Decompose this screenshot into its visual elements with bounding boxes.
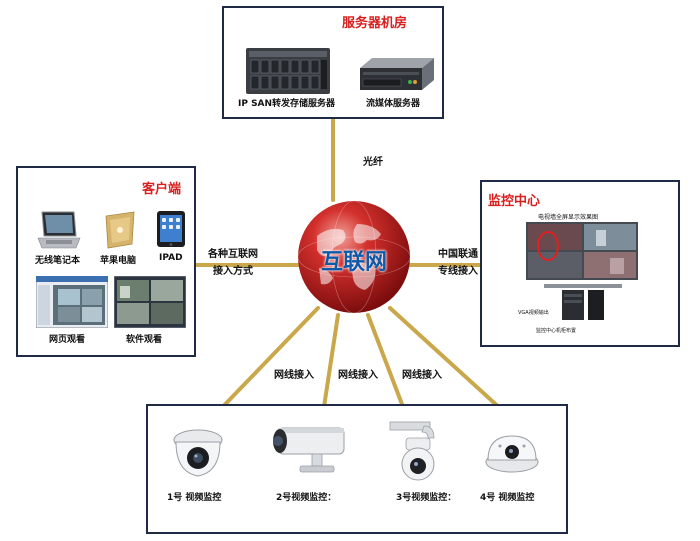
camera4-link-line — [388, 306, 504, 412]
laptop-icon — [37, 211, 81, 249]
server-room-box: 服务器机房 IP SAN转发存储服务器 流媒体服务器 — [222, 6, 444, 119]
camera4-label: 4号 视频监控 — [480, 493, 535, 503]
monitor-center-box: 监控中心 电视墙全屏显示效果图 VGA视频输出 监控中心机柜布置 — [480, 180, 680, 347]
monitor-center-caption: 电视墙全屏显示效果图 — [538, 214, 599, 221]
center-link-label-1: 中国联通 — [438, 249, 478, 260]
storage-server-icon — [246, 48, 330, 94]
internet-label: 互联网 — [320, 250, 387, 275]
storage-server-label: IP SAN转发存储服务器 — [238, 99, 336, 109]
apple-computer-icon — [105, 211, 135, 249]
monitor-center-title: 监控中心 — [488, 194, 541, 209]
web-view-icon — [36, 276, 108, 328]
cabinet-icon — [544, 284, 622, 320]
video-wall-icon — [526, 222, 638, 280]
rack-server-label: 流媒体服务器 — [366, 99, 421, 109]
client-title: 客户端 — [142, 182, 182, 197]
center-link-label-2: 专线接入 — [438, 266, 478, 277]
server-room-title: 服务器机房 — [342, 16, 408, 31]
web-view-label: 网页观看 — [49, 335, 86, 345]
ptz-camera-icon — [389, 421, 435, 481]
camera2-label: 2号视频监控： — [276, 493, 337, 503]
monitor-small-label-1: VGA视频输出 — [518, 310, 549, 316]
software-view-label: 软件观看 — [126, 335, 163, 345]
camera1-label: 1号 视频监控 — [167, 493, 222, 503]
camera3-link-line — [366, 313, 410, 422]
ipad-icon — [157, 211, 185, 247]
rack-server-icon — [360, 58, 434, 90]
monitor-small-label-2: 监控中心机柜布置 — [536, 328, 577, 334]
internet-globe-icon — [297, 200, 411, 314]
software-view-icon — [114, 276, 186, 328]
cable-label-3: 网线接入 — [402, 370, 442, 381]
client-link-label-2: 接入方式 — [213, 266, 253, 277]
bullet-camera-icon — [273, 427, 345, 473]
client-box: 客户端 无线笔记本 苹果电脑 IPAD 网页观看 — [16, 166, 196, 357]
laptop-label: 无线笔记本 — [35, 256, 81, 266]
cameras-box: 1号 视频监控 2号视频监控： 3号视频监控： 4号 视频监控 — [146, 404, 568, 534]
dome-camera-icon — [173, 429, 223, 477]
cable-label-1: 网线接入 — [274, 370, 314, 381]
camera2-link-line — [320, 313, 340, 422]
ipad-label: IPAD — [159, 253, 183, 263]
fisheye-camera-icon — [485, 435, 539, 473]
client-link-label-1: 各种互联网 — [208, 249, 258, 260]
camera1-link-line — [208, 306, 320, 422]
cable-label-2: 网线接入 — [338, 370, 378, 381]
apple-computer-label: 苹果电脑 — [100, 256, 137, 266]
fiber-label: 光纤 — [363, 157, 383, 168]
camera3-label: 3号视频监控： — [396, 493, 457, 503]
